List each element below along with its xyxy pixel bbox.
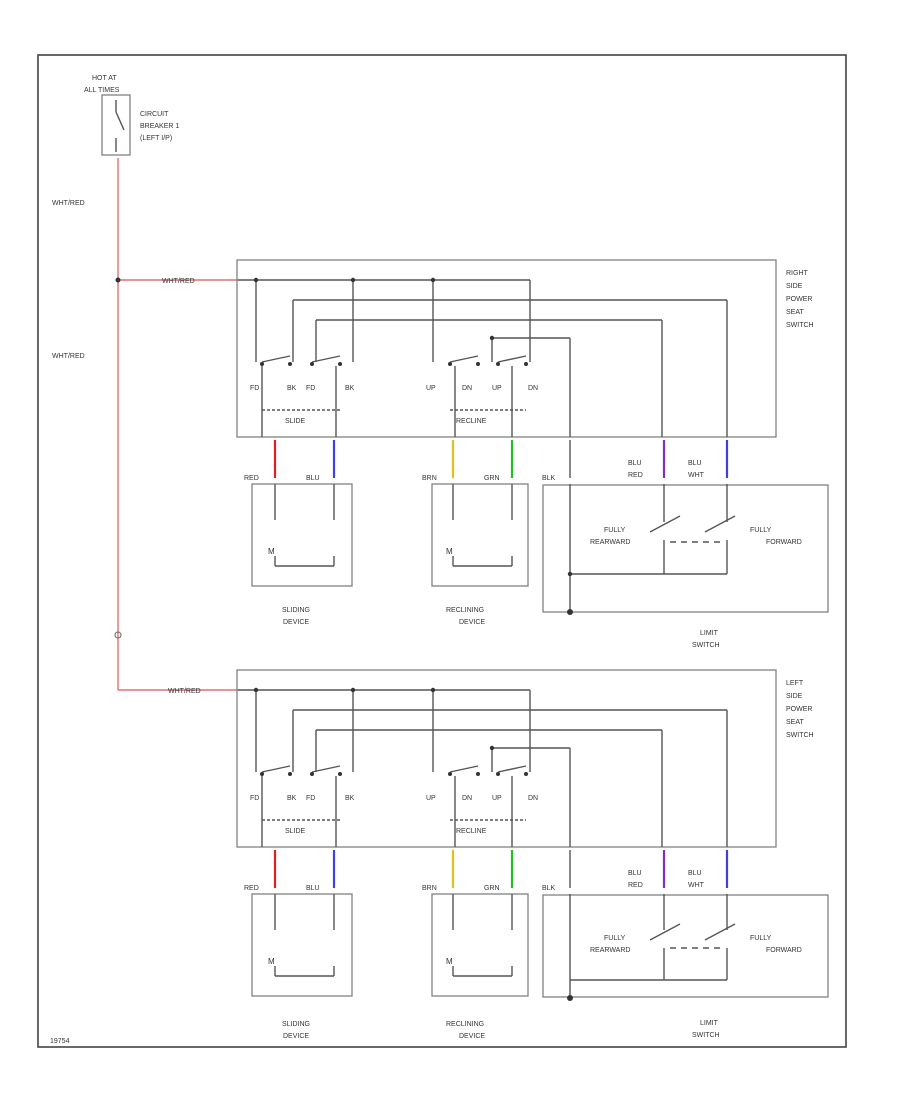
left-slide-terminal-4: BK bbox=[345, 795, 355, 802]
left-wire-red: RED bbox=[244, 885, 259, 892]
left-switch-title-2: SIDE bbox=[786, 693, 803, 700]
right-full-forward-2: FORWARD bbox=[766, 539, 802, 546]
fuse-box bbox=[101, 94, 131, 156]
left-full-forward-2: FORWARD bbox=[766, 947, 802, 954]
left-recline-terminal-1: UP bbox=[426, 795, 436, 802]
right-side-seat-circuit: WHT/RED RIGHT SIDE POWER SEAT SWITCH bbox=[162, 259, 829, 649]
left-switch-title-1: LEFT bbox=[786, 680, 804, 687]
right-limit-wire-2a: BLU bbox=[688, 460, 702, 467]
diagram-id: 19754 bbox=[50, 1038, 70, 1045]
right-switch-title-3: POWER bbox=[786, 296, 812, 303]
left-sliding-device-label-2: DEVICE bbox=[283, 1033, 309, 1040]
fuse-hot-label-1: HOT AT bbox=[92, 75, 117, 82]
right-limit-switch-label-2: SWITCH bbox=[692, 642, 720, 649]
left-full-forward-1: FULLY bbox=[750, 935, 772, 942]
cb-label-2: BREAKER 1 bbox=[140, 123, 179, 130]
left-reclining-device-label-1: RECLINING bbox=[446, 1021, 484, 1028]
left-full-rearward-2: REARWARD bbox=[590, 947, 630, 954]
right-slide-terminal-4: BK bbox=[345, 385, 355, 392]
left-limit-wire-1b: RED bbox=[628, 882, 643, 889]
right-slide-terminal-2: BK bbox=[287, 385, 297, 392]
left-side-seat-circuit: WHT/RED LEFT SIDE POWER SEAT SWITCH bbox=[168, 669, 829, 1040]
left-feed-wire-label: WHT/RED bbox=[168, 688, 201, 695]
right-wire-blu: BLU bbox=[306, 475, 320, 482]
right-reclining-device-label-2: DEVICE bbox=[459, 619, 485, 626]
left-full-rearward-1: FULLY bbox=[604, 935, 626, 942]
left-recline-motor-icon: M bbox=[446, 957, 453, 966]
right-recline-terminal-2: DN bbox=[462, 385, 472, 392]
right-full-rearward-2: REARWARD bbox=[590, 539, 630, 546]
right-sliding-device bbox=[251, 483, 353, 587]
right-switch-title-1: RIGHT bbox=[786, 270, 809, 277]
left-switch-title-4: SEAT bbox=[786, 719, 804, 726]
left-sliding-device-label-1: SLIDING bbox=[282, 1021, 310, 1028]
right-recline-terminal-3: UP bbox=[492, 385, 502, 392]
left-recline-terminal-3: UP bbox=[492, 795, 502, 802]
right-full-rearward-1: FULLY bbox=[604, 527, 626, 534]
right-feed-wire-label: WHT/RED bbox=[162, 278, 195, 285]
left-wire-brn: BRN bbox=[422, 885, 437, 892]
left-slide-label: SLIDE bbox=[285, 828, 306, 835]
right-switch-title-5: SWITCH bbox=[786, 322, 814, 329]
right-limit-wire-1a: BLU bbox=[628, 460, 642, 467]
left-limit-switch-label-2: SWITCH bbox=[692, 1032, 720, 1039]
feed-label-lower: WHT/RED bbox=[52, 353, 85, 360]
left-slide-motor-icon: M bbox=[268, 957, 275, 966]
right-wire-red: RED bbox=[244, 475, 259, 482]
right-recline-terminal-1: UP bbox=[426, 385, 436, 392]
right-recline-label: RECLINE bbox=[456, 418, 487, 425]
right-limit-switch bbox=[542, 484, 829, 613]
diagram-frame bbox=[37, 54, 847, 1048]
cb-label-1: CIRCUIT bbox=[140, 111, 169, 118]
right-switch-title-4: SEAT bbox=[786, 309, 804, 316]
left-limit-switch bbox=[542, 894, 829, 998]
right-limit-wire-2b: WHT bbox=[688, 472, 705, 479]
right-sliding-device-label-1: SLIDING bbox=[282, 607, 310, 614]
right-slide-motor-icon: M bbox=[268, 547, 275, 556]
left-wire-blk: BLK bbox=[542, 885, 556, 892]
left-slide-terminal-3: FD bbox=[306, 795, 315, 802]
left-sliding-device bbox=[251, 893, 353, 997]
right-slide-label: SLIDE bbox=[285, 418, 306, 425]
right-wire-brn: BRN bbox=[422, 475, 437, 482]
left-limit-wire-2a: BLU bbox=[688, 870, 702, 877]
left-power-seat-switch-box bbox=[236, 669, 777, 848]
left-slide-terminal-1: FD bbox=[250, 795, 259, 802]
left-reclining-device bbox=[431, 893, 529, 997]
right-full-forward-1: FULLY bbox=[750, 527, 772, 534]
right-recline-motor-icon: M bbox=[446, 547, 453, 556]
left-limit-wire-1a: BLU bbox=[628, 870, 642, 877]
left-switch-title-3: POWER bbox=[786, 706, 812, 713]
left-reclining-device-label-2: DEVICE bbox=[459, 1033, 485, 1040]
left-recline-terminal-4: DN bbox=[528, 795, 538, 802]
right-recline-terminal-4: DN bbox=[528, 385, 538, 392]
right-wire-blk: BLK bbox=[542, 475, 556, 482]
right-slide-terminal-1: FD bbox=[250, 385, 259, 392]
left-wire-grn: GRN bbox=[484, 885, 500, 892]
left-slide-terminal-2: BK bbox=[287, 795, 297, 802]
right-limit-switch-label-1: LIMIT bbox=[700, 630, 719, 637]
right-slide-terminal-3: FD bbox=[306, 385, 315, 392]
cb-label-3: (LEFT I/P) bbox=[140, 135, 172, 142]
main-feed-wire: WHT/RED WHT/RED bbox=[52, 158, 238, 691]
left-limit-wire-2b: WHT bbox=[688, 882, 705, 889]
feed-label-upper: WHT/RED bbox=[52, 200, 85, 207]
fuse-hot-label-2: ALL TIMES bbox=[84, 87, 120, 94]
right-limit-wire-1b: RED bbox=[628, 472, 643, 479]
right-wire-grn: GRN bbox=[484, 475, 500, 482]
left-recline-label: RECLINE bbox=[456, 828, 487, 835]
right-switch-title-2: SIDE bbox=[786, 283, 803, 290]
right-reclining-device-label-1: RECLINING bbox=[446, 607, 484, 614]
right-sliding-device-label-2: DEVICE bbox=[283, 619, 309, 626]
right-reclining-device bbox=[431, 483, 529, 587]
right-power-seat-switch-box bbox=[236, 259, 777, 438]
left-switch-title-5: SWITCH bbox=[786, 732, 814, 739]
left-recline-terminal-2: DN bbox=[462, 795, 472, 802]
left-wire-blu: BLU bbox=[306, 885, 320, 892]
circuit-breaker: HOT AT ALL TIMES CIRCUIT BREAKER 1 (LEFT… bbox=[84, 75, 179, 156]
left-limit-switch-label-1: LIMIT bbox=[700, 1020, 719, 1027]
